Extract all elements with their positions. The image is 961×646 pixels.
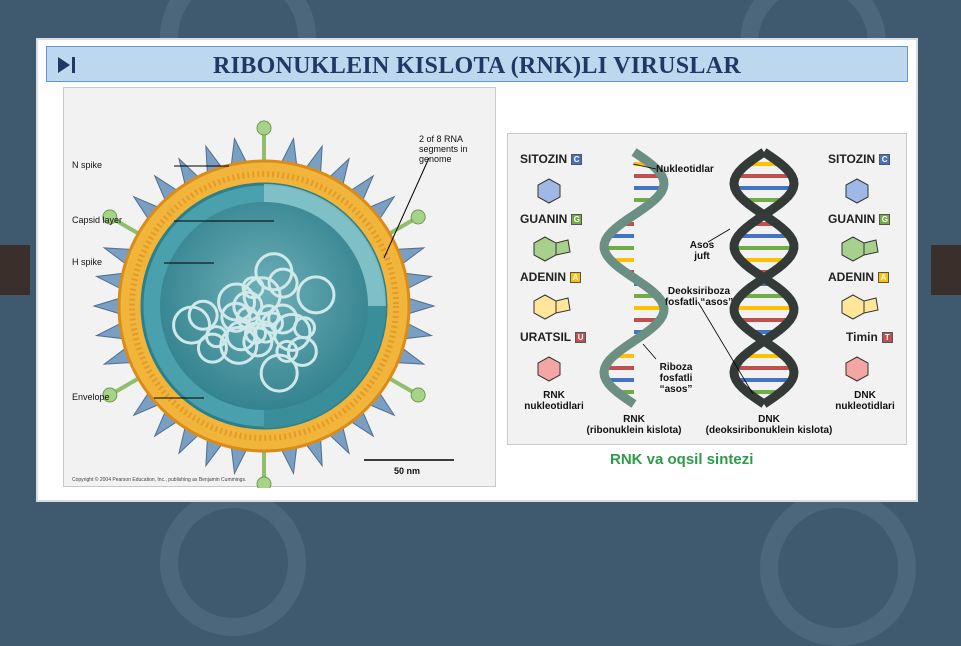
deoksiriboza-label: Deoksiriboza fosfatli “asos”: [664, 286, 734, 308]
dnk-nucleotides-label: DNK nukleotidlari: [835, 390, 895, 412]
adenine-molecule-icon: [533, 294, 571, 320]
scale-label: 50 nm: [394, 466, 421, 476]
rnk-label: RNK(ribonuklein kislota): [586, 414, 682, 436]
cytosine-molecule-icon: [537, 178, 561, 204]
play-icon: [58, 57, 75, 73]
guanine-molecule-icon: [841, 236, 879, 262]
asos-juft-label: Asos juft: [689, 240, 715, 262]
background-ring: [160, 490, 306, 636]
helix-illustration: [599, 148, 799, 408]
copyright: Copyright © 2004 Pearson Education, Inc.…: [72, 477, 247, 483]
thymine-molecule-icon: [845, 356, 869, 382]
rna-segments-label: 2 of 8 RNA segments in genome: [419, 134, 468, 164]
rnk-nucleotides-label: RNK nukleotidlari: [524, 390, 584, 412]
cytosine-molecule-icon: [845, 178, 869, 204]
caption: RNK va oqsil sintezi: [610, 451, 754, 468]
guanine-molecule-icon: [533, 236, 571, 262]
virus-illustration: [92, 120, 454, 488]
nukleotidlar-label: Nukleotidlar: [656, 164, 714, 175]
left-rail: [0, 245, 30, 295]
title-bar: RIBONUKLEIN KISLOTA (RNK)LI VIRUSLAR: [46, 46, 908, 82]
dnk-label: DNK(deoksiribonuklein kislota): [705, 414, 833, 436]
capsid-layer-label: Capsid layer: [72, 215, 123, 225]
adenine-molecule-icon: [841, 294, 879, 320]
background-ring: [760, 490, 916, 646]
n-spike-label: N spike: [72, 160, 103, 170]
riboza-label: Riboza fosfatli “asos”: [659, 362, 693, 395]
h-spike-label: H spike: [72, 257, 103, 267]
page-title: RIBONUKLEIN KISLOTA (RNK)LI VIRUSLAR: [212, 53, 742, 79]
uracil-molecule-icon: [537, 356, 561, 382]
slide: RIBONUKLEIN KISLOTA (RNK)LI VIRUSLAR: [38, 40, 916, 500]
virus-diagram: N spike Capsid layer H spike Envelope 2 …: [63, 87, 496, 488]
envelope-label: Envelope: [72, 392, 110, 402]
right-rail: [931, 245, 961, 295]
